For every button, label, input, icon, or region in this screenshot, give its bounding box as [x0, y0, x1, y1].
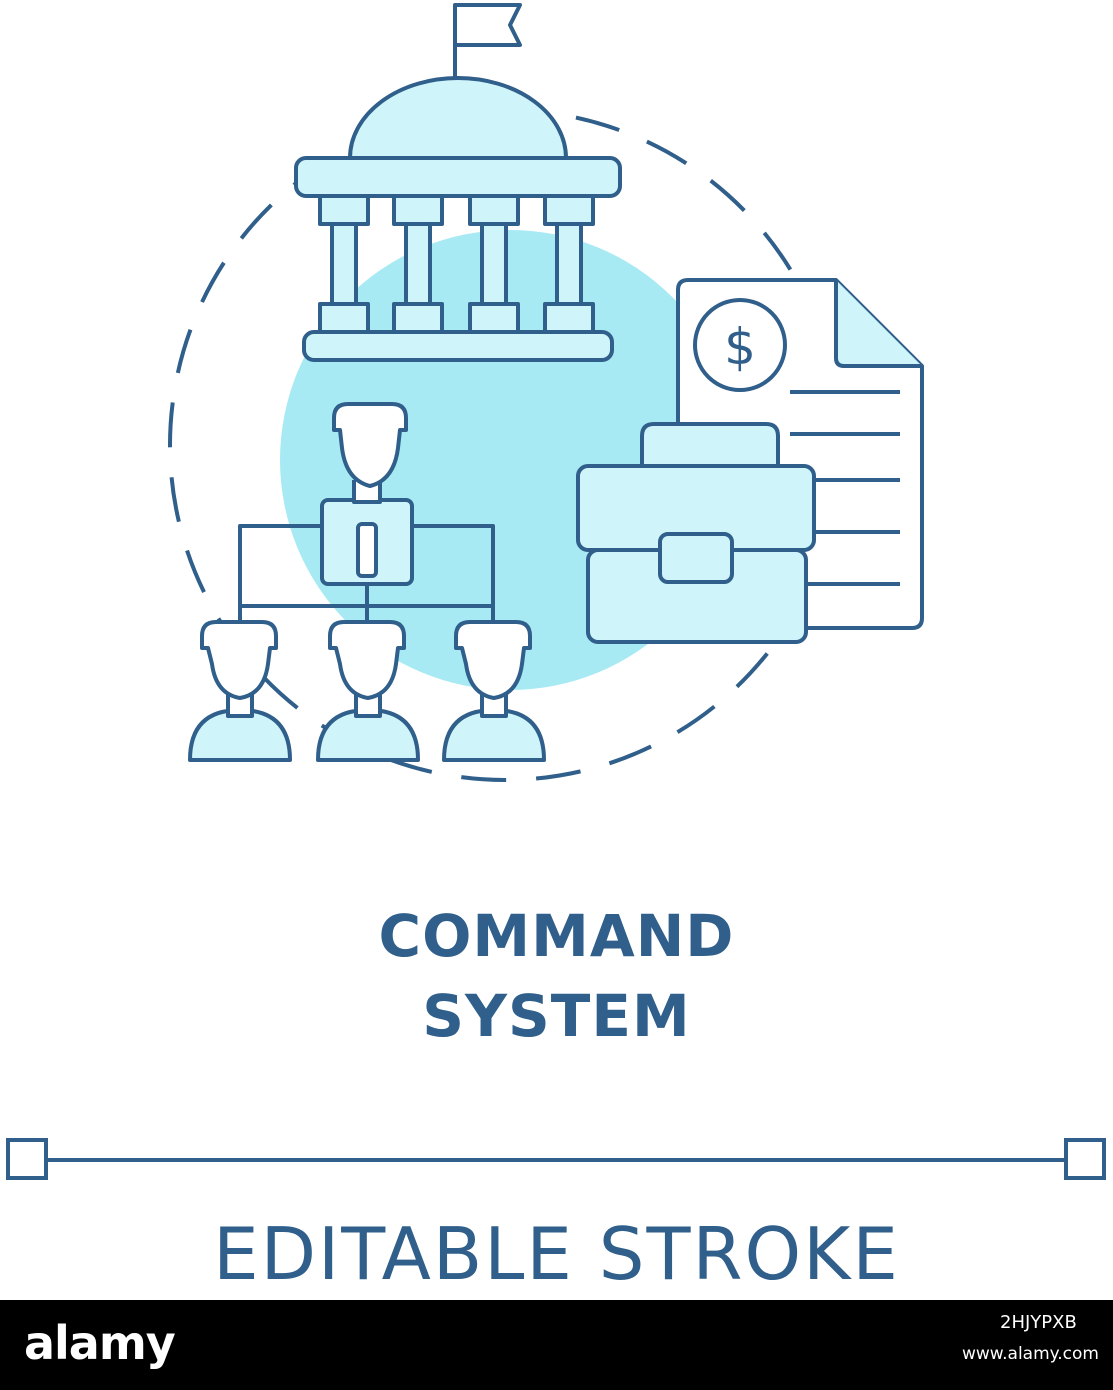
alamy-logo: alamy	[24, 1316, 176, 1370]
editable-stroke-line	[6, 1138, 1106, 1180]
briefcase-icon	[576, 422, 816, 644]
editable-stroke-label: EDITABLE STROKE	[213, 1212, 900, 1296]
credit-url[interactable]: www.alamy.com	[961, 1344, 1099, 1364]
stroke-handle-right-icon	[1064, 1138, 1106, 1180]
image-id: 2HJYPXB	[1000, 1312, 1077, 1333]
stock-footer-bar: alamy 2HJYPXB www.alamy.com	[0, 1300, 1113, 1390]
stroke-handle-left-icon	[6, 1138, 48, 1180]
dollar-sign-icon: $	[724, 318, 756, 376]
concept-title-line2: SYSTEM	[422, 982, 691, 1050]
concept-icon-svg: $	[6, 3, 1106, 1180]
org-chart-icon	[188, 402, 546, 762]
government-building-icon	[294, 3, 622, 362]
concept-title-line1: COMMAND	[378, 902, 735, 970]
illustration-canvas: $	[6, 3, 1106, 1296]
